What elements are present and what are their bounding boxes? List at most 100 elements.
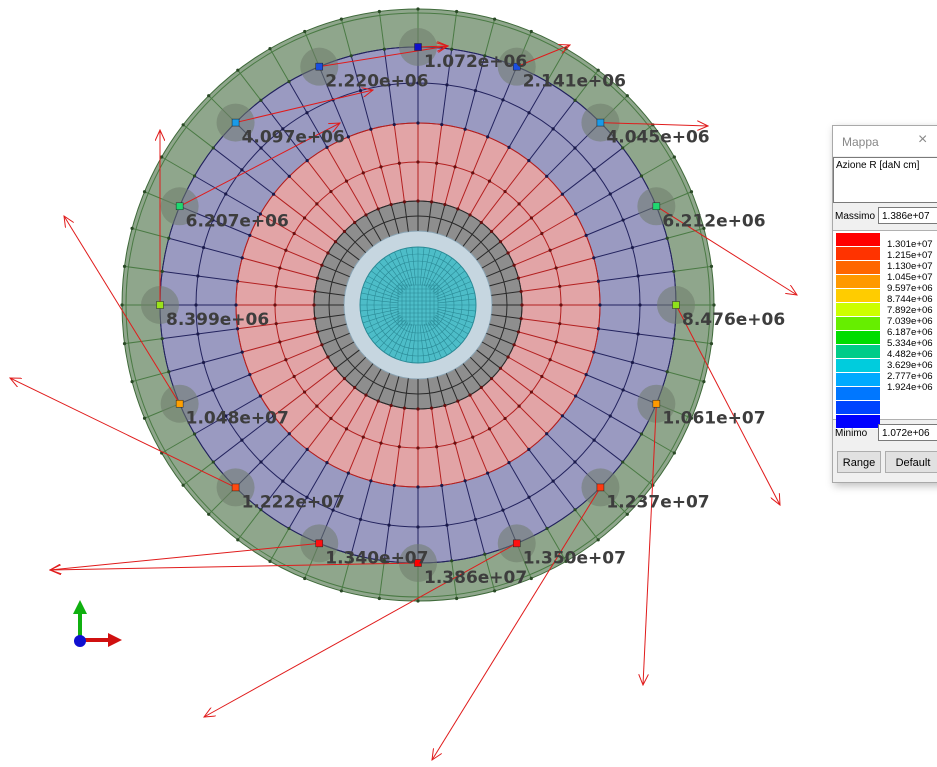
mesh-radial — [436, 310, 474, 324]
mesh-radial — [451, 560, 458, 599]
mesh-node — [625, 512, 629, 516]
mesh-radial — [436, 286, 474, 300]
mesh-node — [326, 251, 330, 255]
node-marker[interactable] — [672, 301, 680, 309]
mesh-radial — [436, 376, 446, 406]
mesh-node — [142, 190, 147, 194]
mesh-node — [463, 127, 467, 131]
mesh-node — [349, 552, 353, 556]
node-marker[interactable] — [652, 202, 661, 211]
node-marker[interactable] — [512, 539, 521, 548]
mesh-node — [259, 146, 263, 150]
mesh-node — [377, 596, 381, 601]
node-marker[interactable] — [156, 301, 164, 309]
mesh-node — [160, 337, 164, 341]
mesh-radial — [269, 528, 290, 562]
mesh-node — [333, 240, 338, 244]
mesh-node — [339, 589, 343, 593]
node-marker[interactable] — [596, 483, 605, 492]
mesh-node — [416, 525, 420, 529]
mesh-radial — [673, 265, 712, 272]
mesh-node — [379, 165, 383, 169]
mesh-node — [560, 414, 564, 418]
mesh-node — [596, 279, 601, 283]
mesh-node — [487, 427, 492, 431]
mesh-node — [468, 393, 472, 397]
mesh-node — [416, 485, 420, 489]
mesh-node — [389, 403, 393, 408]
legend-titlebar[interactable]: Mappa × — [833, 126, 937, 156]
node-marker[interactable] — [175, 399, 184, 408]
mesh-node — [551, 127, 555, 131]
mesh-node — [503, 416, 507, 421]
mesh-radial — [237, 509, 262, 541]
force-vector — [179, 123, 340, 207]
node-marker[interactable] — [596, 118, 605, 127]
range-button[interactable]: Range — [837, 451, 881, 473]
mesh-node — [258, 212, 262, 216]
mesh-node — [443, 202, 447, 207]
mesh-radial — [213, 415, 274, 463]
mesh-radial — [360, 306, 399, 312]
mesh-radial — [314, 314, 345, 320]
mesh-node — [453, 165, 457, 169]
node-marker[interactable] — [231, 118, 240, 127]
mesh-node — [248, 233, 252, 237]
node-marker[interactable] — [231, 483, 240, 492]
mesh-radial — [432, 265, 462, 292]
mesh-radial — [437, 292, 475, 302]
node-marker[interactable] — [414, 43, 422, 51]
mesh-node — [621, 388, 625, 392]
mesh-node — [272, 414, 276, 418]
node-value-label: 1.048e+07 — [186, 409, 289, 429]
mesh-node — [167, 236, 171, 240]
mesh-radial — [598, 328, 674, 340]
mesh-radial — [269, 48, 290, 82]
mesh-node — [281, 127, 285, 131]
node-marker[interactable] — [512, 62, 521, 71]
mesh-radial — [354, 222, 374, 247]
node-marker[interactable] — [315, 62, 324, 71]
node-marker[interactable] — [652, 399, 661, 408]
max-value-field[interactable]: 1.386e+07 — [878, 207, 937, 224]
min-value-field[interactable]: 1.072e+06 — [878, 424, 937, 441]
quantity-field[interactable]: Azione R [daN cm] — [833, 157, 937, 203]
node-marker[interactable] — [414, 559, 422, 567]
mesh-node — [273, 303, 277, 307]
mesh-node — [382, 559, 386, 563]
mesh-node — [122, 342, 127, 346]
node-labels: 1.072e+062.141e+064.045e+066.212e+068.47… — [166, 52, 785, 588]
mesh-radial — [335, 241, 360, 261]
mesh-node — [519, 289, 523, 294]
mesh-node — [435, 161, 439, 165]
mesh-node — [483, 552, 487, 556]
mesh-radial — [362, 286, 400, 300]
scale-value: 9.597e+06 — [887, 283, 933, 294]
node-marker[interactable] — [315, 539, 324, 548]
mesh-node — [387, 83, 391, 87]
legend-dialog[interactable]: Mappa × Azione R [daN cm] Massimo 1.386e… — [832, 125, 937, 483]
node-marker[interactable] — [175, 202, 184, 211]
mesh-node — [259, 98, 263, 102]
mesh-node — [517, 404, 521, 408]
axes-triad-icon — [73, 600, 122, 647]
mesh-node — [573, 146, 577, 150]
mesh-node — [445, 523, 449, 527]
mesh-node — [596, 327, 601, 331]
scale-swatch — [836, 261, 880, 275]
scale-value: 6.187e+06 — [887, 327, 933, 338]
mesh-node — [636, 274, 640, 278]
mesh-node — [596, 68, 600, 72]
mesh-node — [443, 403, 447, 408]
mesh-node — [268, 559, 272, 563]
mesh-node — [329, 416, 333, 421]
mesh-radial — [317, 277, 347, 287]
mesh-node — [235, 279, 240, 283]
default-button[interactable]: Default — [885, 451, 937, 473]
close-icon[interactable]: × — [918, 131, 928, 148]
mesh-radial — [476, 349, 501, 369]
mesh-node — [194, 303, 198, 307]
mesh-radial — [344, 356, 367, 379]
mesh-node — [292, 231, 296, 236]
